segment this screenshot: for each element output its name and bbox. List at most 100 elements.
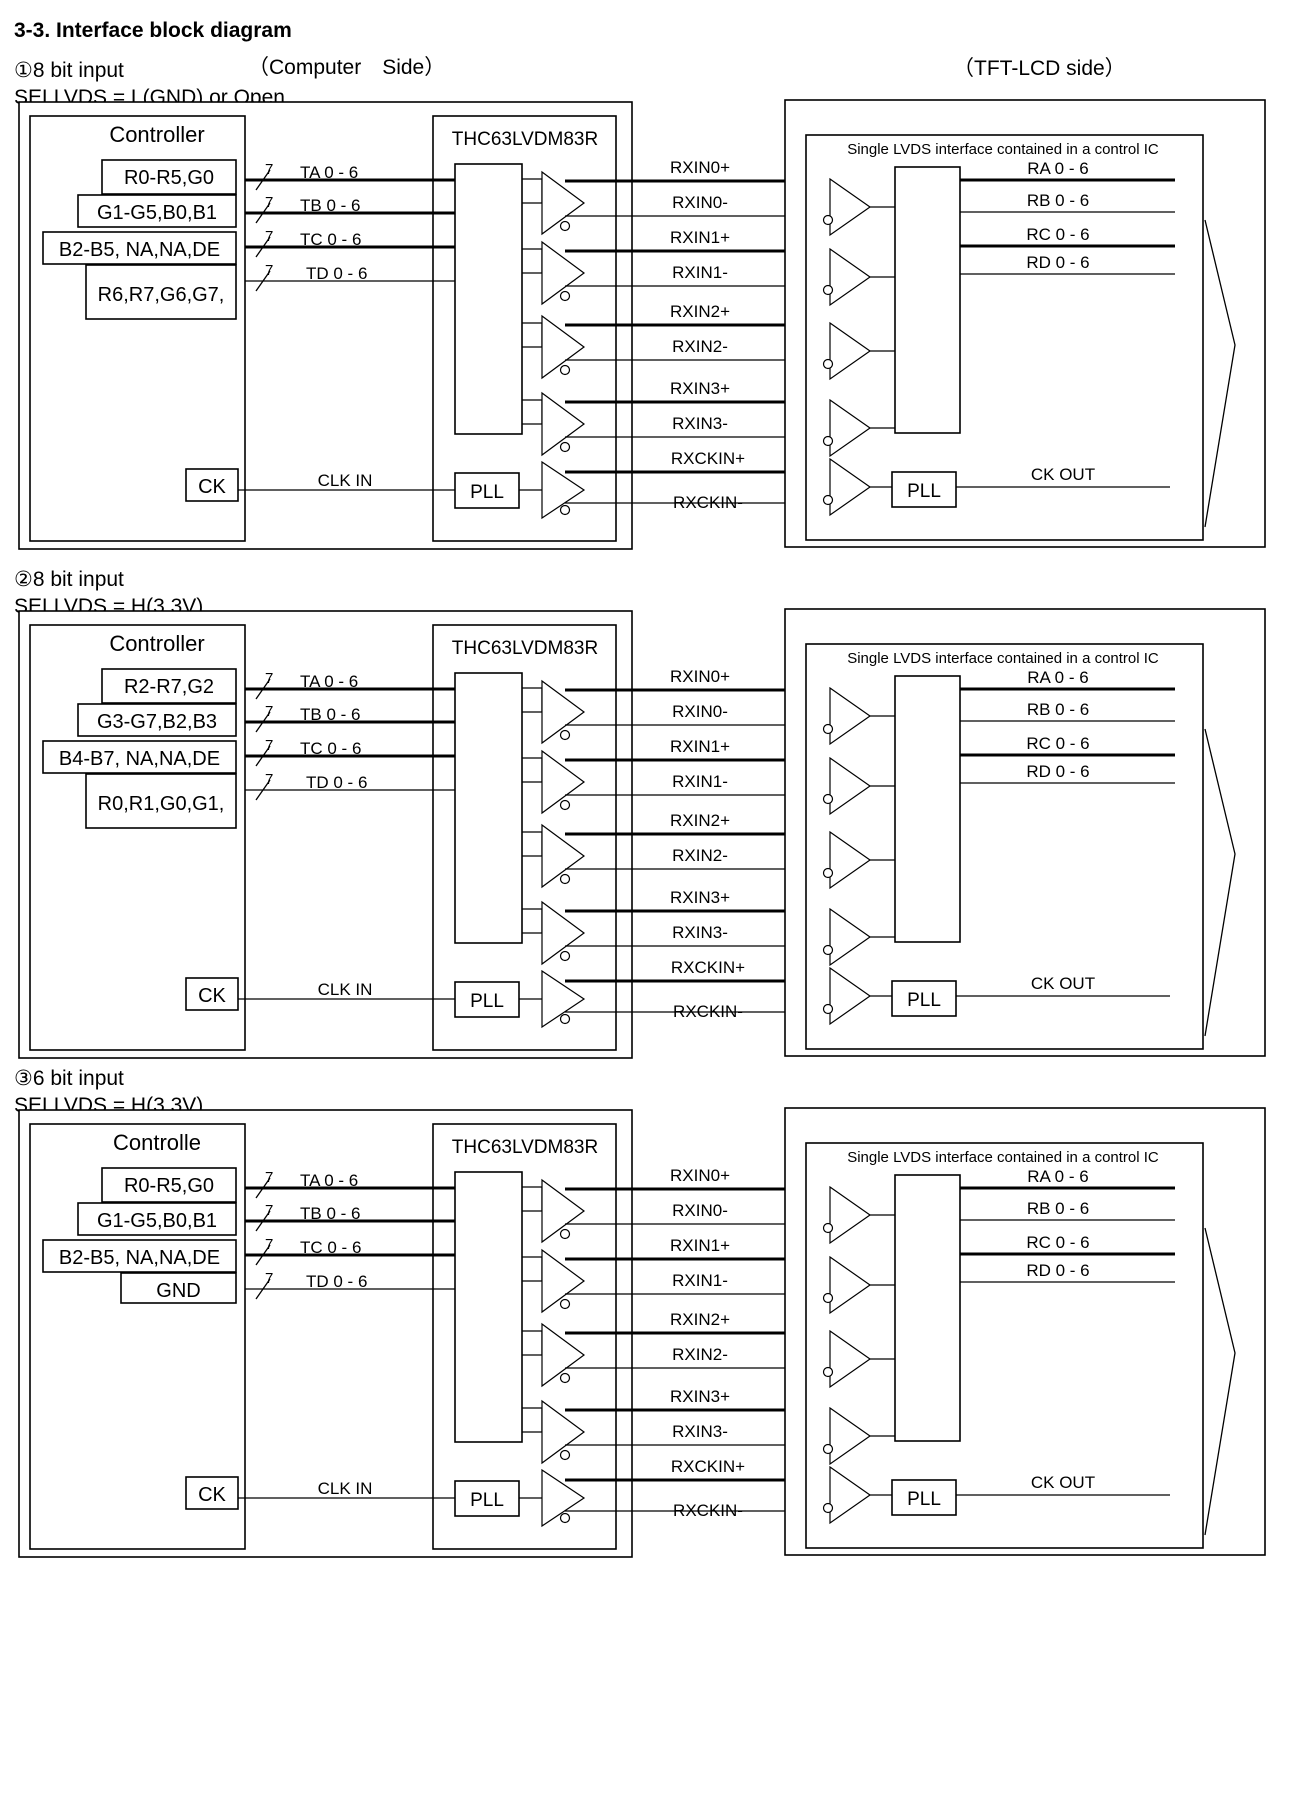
tx-bus-label: TA 0 - 6 xyxy=(300,163,358,182)
inverter-bubble-icon xyxy=(822,793,834,805)
rx-output-label: RB 0 - 6 xyxy=(1027,700,1089,719)
receiver-triangle xyxy=(829,247,872,307)
input-signal-label: B2-B5, NA,NA,DE xyxy=(59,1247,220,1269)
lvds-receiver-icon xyxy=(822,966,872,1026)
input-signal-label: G1-G5,B0,B1 xyxy=(97,202,217,224)
tx-bus-label: TB 0 - 6 xyxy=(300,705,360,724)
receiver-triangle xyxy=(829,1255,872,1315)
bus-width-label: 7 xyxy=(265,670,273,687)
lvds-pair-label: RXIN0+ xyxy=(670,158,730,177)
input-signal-box xyxy=(101,159,237,195)
section-heading: ①8 bit input xyxy=(14,59,124,82)
lvds-driver-icon xyxy=(541,1468,586,1528)
input-signal-box xyxy=(85,773,237,829)
driver-triangle xyxy=(541,1468,586,1528)
input-signal-box xyxy=(101,668,237,704)
lvds-driver-icon xyxy=(541,1322,586,1388)
lvds-receiver-icon xyxy=(822,907,872,967)
receiver-triangle xyxy=(829,457,872,517)
tx-bus-label: TA 0 - 6 xyxy=(300,1171,358,1190)
bus-width-label: 7 xyxy=(265,194,273,211)
input-signal-box xyxy=(101,1167,237,1203)
input-signal-label: GND xyxy=(156,1280,200,1302)
serializer-block xyxy=(454,163,523,435)
lvds-receiver-icon xyxy=(822,457,872,517)
bus-width-label: 7 xyxy=(265,1236,273,1253)
driver-triangle xyxy=(541,240,586,306)
input-signal-box xyxy=(42,740,237,774)
lvds-pair-label: RXIN2- xyxy=(672,846,728,865)
inverter-bubble-icon xyxy=(559,364,571,376)
bus-width-label: 7 xyxy=(265,703,273,720)
lvds-driver-icon xyxy=(541,679,586,745)
receiver-triangle xyxy=(829,907,872,967)
inverter-bubble-icon xyxy=(822,1366,834,1378)
deserializer-block xyxy=(894,1174,961,1442)
rx-output-label: RD 0 - 6 xyxy=(1026,762,1089,781)
bus-slash-icon xyxy=(255,779,271,801)
inverter-bubble-icon xyxy=(559,950,571,962)
lvds-pair-label: RXIN0+ xyxy=(670,667,730,686)
input-signal-box xyxy=(42,1239,237,1273)
lvds-driver-icon xyxy=(541,391,586,457)
inverter-bubble-icon xyxy=(559,1372,571,1384)
lvds-driver-icon xyxy=(541,900,586,966)
section-heading: ②8 bit input xyxy=(14,568,124,591)
clk-in-label: CLK IN xyxy=(318,1479,373,1498)
driver-triangle xyxy=(541,1399,586,1465)
driver-triangle xyxy=(541,1322,586,1388)
tx-bus-label: TB 0 - 6 xyxy=(300,1204,360,1223)
receiver-triangle xyxy=(829,756,872,816)
receiver-triangle xyxy=(829,1465,872,1525)
input-signal-box xyxy=(42,231,237,265)
receiver-triangle xyxy=(829,321,872,381)
rx-pll-box xyxy=(891,980,957,1017)
serializer-block xyxy=(454,672,523,944)
receiver-triangle xyxy=(829,1406,872,1466)
inverter-bubble-icon xyxy=(559,1449,571,1461)
bus-slash-icon xyxy=(255,678,271,700)
serializer-block xyxy=(454,1171,523,1443)
tx-pll-label: PLL xyxy=(470,1490,504,1511)
tx-pll-box xyxy=(454,981,520,1018)
lvds-receiver-icon xyxy=(822,1185,872,1245)
controller-label: Controller xyxy=(109,631,204,656)
ck-box xyxy=(185,468,239,502)
driver-triangle xyxy=(541,314,586,380)
bus-slash-icon xyxy=(255,1210,271,1232)
lvds-pair-label: RXIN1+ xyxy=(670,737,730,756)
inverter-bubble-icon xyxy=(559,1298,571,1310)
transmitter-label: THC63LVDM83R xyxy=(452,129,598,150)
driver-triangle xyxy=(541,679,586,745)
transmitter-label: THC63LVDM83R xyxy=(452,638,598,659)
lvds-pair-label: RXIN1+ xyxy=(670,228,730,247)
receiver-triangle xyxy=(829,686,872,746)
input-signal-box xyxy=(77,1202,237,1236)
rx-output-label: RA 0 - 6 xyxy=(1027,159,1088,178)
input-signal-label: B2-B5, NA,NA,DE xyxy=(59,239,220,261)
ck-box xyxy=(185,1476,239,1510)
driver-triangle xyxy=(541,1178,586,1244)
bus-width-label: 7 xyxy=(265,161,273,178)
bus-slash-icon xyxy=(255,236,271,258)
tx-bus-label: TD 0 - 6 xyxy=(306,1272,367,1291)
inverter-bubble-icon xyxy=(559,220,571,232)
rx-output-label: RD 0 - 6 xyxy=(1026,1261,1089,1280)
lvds-receiver-icon xyxy=(822,1255,872,1315)
driver-triangle xyxy=(541,1248,586,1314)
lvds-pair-label: RXIN2+ xyxy=(670,811,730,830)
tx-pll-label: PLL xyxy=(470,991,504,1012)
driver-triangle xyxy=(541,391,586,457)
input-signal-box xyxy=(120,1272,237,1304)
input-signal-label: G3-G7,B2,B3 xyxy=(97,711,217,733)
inverter-bubble-icon xyxy=(559,441,571,453)
inverter-bubble-icon xyxy=(822,1292,834,1304)
panel-wedge-icon xyxy=(1204,1227,1236,1536)
bus-slash-icon xyxy=(255,711,271,733)
lvds-driver-icon xyxy=(541,240,586,306)
inverter-bubble-icon xyxy=(822,1502,834,1514)
lvds-pair-label: RXIN1- xyxy=(672,772,728,791)
inverter-bubble-icon xyxy=(822,284,834,296)
